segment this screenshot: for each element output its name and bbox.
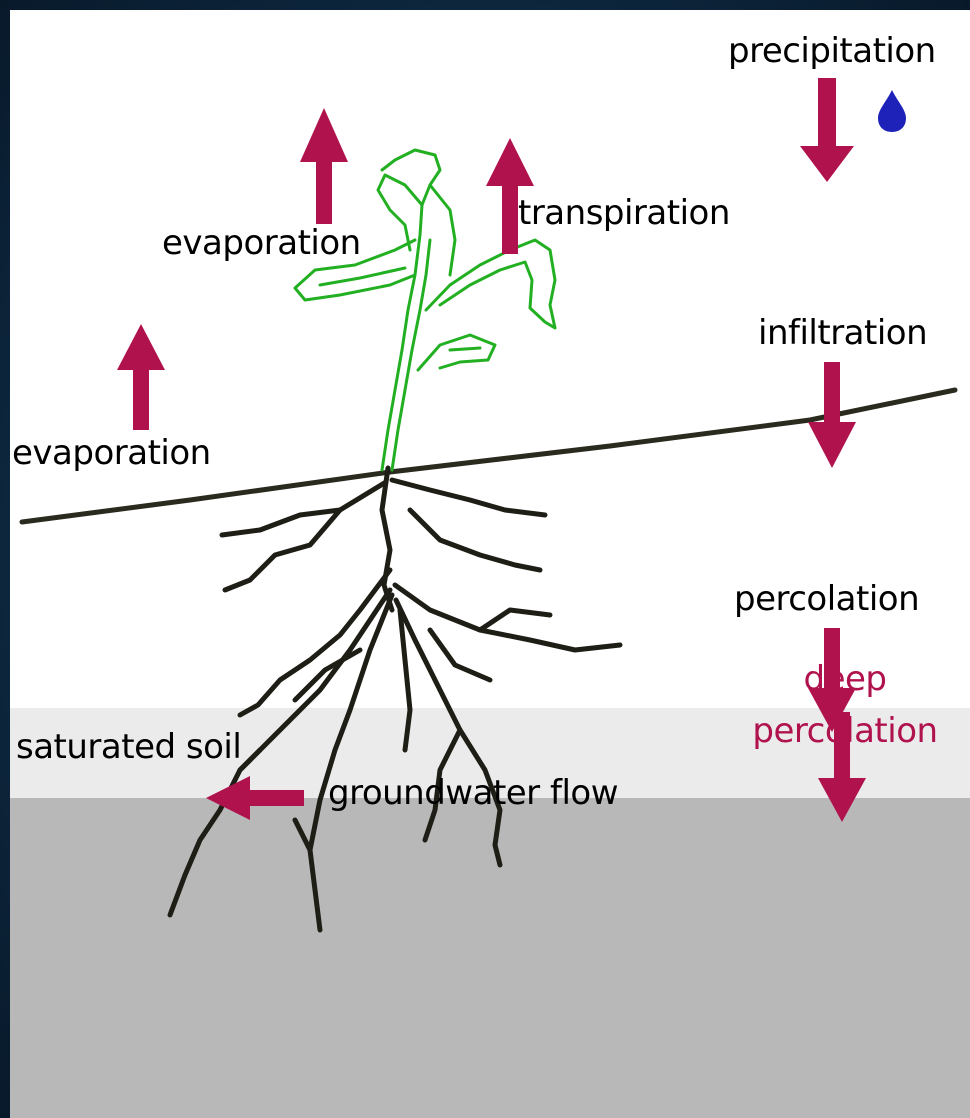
- groundwater-flow-label: groundwater flow: [328, 776, 618, 810]
- infiltration-arrow: [808, 362, 856, 468]
- raindrop-icon: [878, 90, 906, 132]
- water-cycle-diagram: [10, 10, 970, 1118]
- deep-percolation-label-line2: percolation: [732, 714, 958, 748]
- evaporation-plant-label: evaporation: [162, 226, 361, 260]
- transpiration-label: transpiration: [518, 196, 730, 230]
- evaporation-soil-arrow: [117, 324, 165, 430]
- evaporation-soil-label: evaporation: [12, 436, 211, 470]
- precipitation-arrow: [800, 78, 854, 182]
- saturated-soil-label: saturated soil: [16, 730, 241, 764]
- plant-roots: [170, 468, 620, 930]
- percolation-label: percolation: [734, 582, 919, 616]
- evaporation-plant-arrow: [300, 108, 348, 224]
- diagram-panel: precipitation evaporation transpiration …: [10, 10, 970, 1118]
- precipitation-label: precipitation: [728, 34, 936, 68]
- infiltration-label: infiltration: [758, 316, 927, 350]
- deep-percolation-label-line1: deep: [770, 662, 920, 696]
